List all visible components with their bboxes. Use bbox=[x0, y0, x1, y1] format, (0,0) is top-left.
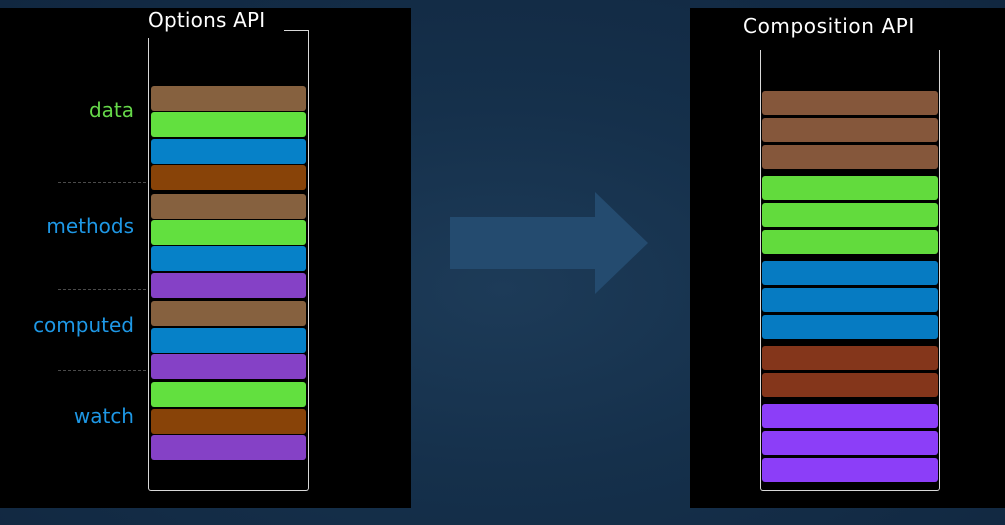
section-label-computed: computed bbox=[33, 313, 134, 337]
code-block-group-4 bbox=[762, 373, 938, 397]
section-label-methods: methods bbox=[46, 214, 134, 238]
code-block-group-3 bbox=[762, 315, 938, 339]
code-block-group-3 bbox=[762, 288, 938, 312]
code-block-methods bbox=[151, 246, 306, 271]
code-block-group-2 bbox=[762, 203, 938, 227]
options-api-container bbox=[148, 41, 309, 491]
code-block-methods bbox=[151, 194, 306, 219]
code-block-data bbox=[151, 139, 306, 164]
code-block-group-1 bbox=[762, 145, 938, 169]
code-block-watch bbox=[151, 435, 306, 460]
right-arrow-icon bbox=[450, 192, 648, 294]
section-divider bbox=[58, 370, 146, 372]
code-block-group-2 bbox=[762, 230, 938, 254]
section-divider bbox=[58, 289, 146, 291]
section-label-watch: watch bbox=[73, 404, 134, 428]
composition-api-container bbox=[760, 50, 940, 491]
composition-api-title: Composition API bbox=[743, 14, 915, 38]
code-block-methods bbox=[151, 220, 306, 245]
code-block-data bbox=[151, 86, 306, 111]
code-block-computed bbox=[151, 301, 306, 326]
code-block-data bbox=[151, 165, 306, 190]
code-block-group-5 bbox=[762, 404, 938, 428]
code-block-group-5 bbox=[762, 431, 938, 455]
code-block-computed bbox=[151, 328, 306, 353]
code-block-watch bbox=[151, 382, 306, 407]
options-api-title: Options API bbox=[148, 8, 266, 32]
options-api-container-top-line bbox=[284, 30, 309, 31]
code-block-group-3 bbox=[762, 261, 938, 285]
options-api-container-top-right bbox=[308, 30, 309, 42]
code-block-group-1 bbox=[762, 91, 938, 115]
code-block-data bbox=[151, 112, 306, 137]
section-divider bbox=[58, 181, 146, 183]
options-api-container-top-left bbox=[148, 38, 149, 42]
arrow-shape bbox=[450, 192, 648, 294]
code-block-group-4 bbox=[762, 346, 938, 370]
code-block-watch bbox=[151, 409, 306, 434]
code-block-computed bbox=[151, 354, 306, 379]
code-block-methods bbox=[151, 273, 306, 298]
code-block-group-5 bbox=[762, 458, 938, 482]
code-block-group-2 bbox=[762, 176, 938, 200]
section-label-data: data bbox=[88, 98, 134, 122]
code-block-group-1 bbox=[762, 118, 938, 142]
